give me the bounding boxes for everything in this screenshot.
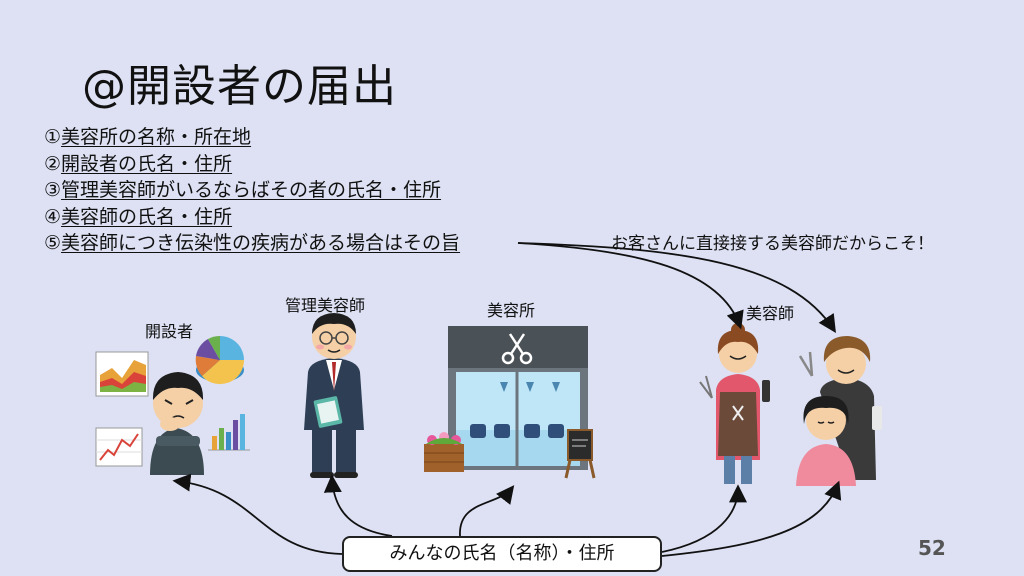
item-text: 美容師の氏名・住所 bbox=[61, 205, 233, 228]
item-number: ① bbox=[44, 126, 62, 148]
salon-illustration bbox=[424, 326, 596, 479]
note-text: お客さんに直接接する美容師だからこそ！ bbox=[611, 234, 934, 254]
founder-illustration bbox=[95, 335, 250, 475]
scissors-icon bbox=[732, 405, 744, 421]
list-item: ④美容師の氏名・住所 bbox=[44, 204, 460, 231]
bottom-summary-box: みんなの氏名（名称）・住所 bbox=[342, 536, 662, 572]
list-item: ①美容所の名称・所在地 bbox=[44, 124, 460, 151]
signboard-icon bbox=[564, 429, 596, 479]
beautician-female-illustration bbox=[699, 323, 770, 484]
item-text: 美容師につき伝染性の疾病がある場合はその旨 bbox=[61, 232, 461, 254]
founder-person bbox=[150, 372, 204, 475]
slide-title: @開設者の届出 bbox=[82, 61, 397, 112]
item-number: ④ bbox=[44, 205, 62, 228]
flower-box-icon bbox=[424, 432, 464, 472]
customer-illustration bbox=[796, 396, 856, 486]
item-text: 管理美容師がいるならばその者の氏名・住所 bbox=[61, 179, 442, 201]
scissors-icon bbox=[501, 333, 533, 365]
connector-arrows bbox=[172, 242, 842, 557]
bar-chart-icon bbox=[208, 414, 250, 451]
requirement-list: ①美容所の名称・所在地 ②開設者の氏名・住所 ③管理美容師がいるならばその者の氏… bbox=[44, 124, 460, 257]
beautician-label: 美容師 bbox=[746, 304, 795, 323]
list-item: ②開設者の氏名・住所 bbox=[44, 151, 460, 178]
item-number: ② bbox=[44, 152, 62, 175]
pie-chart-icon bbox=[195, 335, 245, 385]
item-text: 開設者の氏名・住所 bbox=[61, 152, 233, 175]
list-item: ⑤美容師につき伝染性の疾病がある場合はその旨 bbox=[44, 230, 460, 257]
item-number: ⑤ bbox=[44, 232, 62, 254]
salon-label: 美容所 bbox=[487, 301, 536, 320]
page-number: 52 bbox=[918, 536, 946, 560]
area-chart-icon bbox=[95, 351, 149, 397]
manager-illustration bbox=[304, 313, 364, 478]
founder-label: 開設者 bbox=[145, 322, 194, 341]
line-chart-icon bbox=[95, 427, 143, 467]
list-item: ③管理美容師がいるならばその者の氏名・住所 bbox=[44, 177, 460, 204]
manager-label: 管理美容師 bbox=[285, 296, 366, 315]
item-number: ③ bbox=[44, 179, 62, 201]
item-text: 美容所の名称・所在地 bbox=[61, 126, 252, 148]
